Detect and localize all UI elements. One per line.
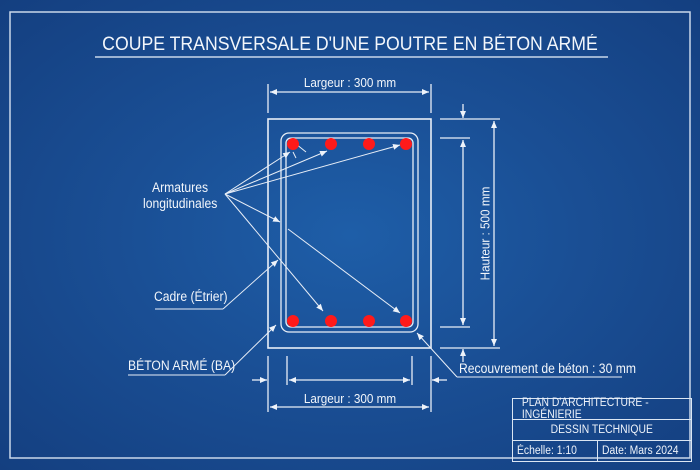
title-block-type: DESSIN TECHNIQUE: [550, 424, 654, 436]
cover-leader: [416, 332, 622, 378]
stirrup-inner: [285, 137, 414, 328]
beam-section: [267, 118, 432, 349]
rebar-group: [287, 138, 412, 327]
stirrup-label: Cadre (Étrier): [154, 289, 228, 304]
top-width-label: Largeur : 300 mm: [303, 75, 397, 90]
title-block-row-2: DESSIN TECHNIQUE: [513, 420, 691, 441]
longitudinal-bars-label-line1: Armatures: [152, 180, 209, 195]
rebar-bottom-1: [287, 315, 299, 327]
bottom-width-label: Largeur : 300 mm: [303, 391, 397, 406]
title-block-row-3: Échelle: 1:10 Date: Mars 2024: [513, 441, 691, 461]
rebar-top-2: [325, 138, 337, 150]
rebar-bottom-4: [400, 315, 412, 327]
concrete-label: BÉTON ARMÉ (BA): [128, 358, 236, 373]
title-block: PLAN D'ARCHITECTURE - INGÉNIERIE DESSIN …: [512, 397, 692, 462]
rebar-bottom-2: [325, 315, 337, 327]
title-block-row-1: PLAN D'ARCHITECTURE - INGÉNIERIE: [513, 397, 691, 421]
page-title: COUPE TRANSVERSALE D'UNE POUTRE EN BÉTON…: [102, 34, 598, 55]
longitudinal-bars-label-line2: longitudinales: [143, 196, 218, 211]
longitudinal-bars-leaders: [224, 143, 401, 314]
rebar-bottom-3: [363, 315, 375, 327]
rebar-top-4: [400, 138, 412, 150]
rebar-top-3: [363, 138, 375, 150]
rebar-top-1: [287, 138, 299, 150]
stirrup-outer: [280, 132, 419, 333]
title-block-scale: Échelle: 1:10: [517, 445, 577, 457]
concrete-leader: [128, 324, 277, 376]
title-block-project: PLAN D'ARCHITECTURE - INGÉNIERIE: [521, 397, 649, 421]
height-label: Hauteur : 500 mm: [477, 186, 493, 281]
cover-label: Recouvrement de béton : 30 mm: [459, 361, 636, 376]
stirrup-leader: [155, 259, 279, 310]
title-block-date: Date: Mars 2024: [602, 445, 679, 457]
sheet-border: [9, 11, 691, 459]
